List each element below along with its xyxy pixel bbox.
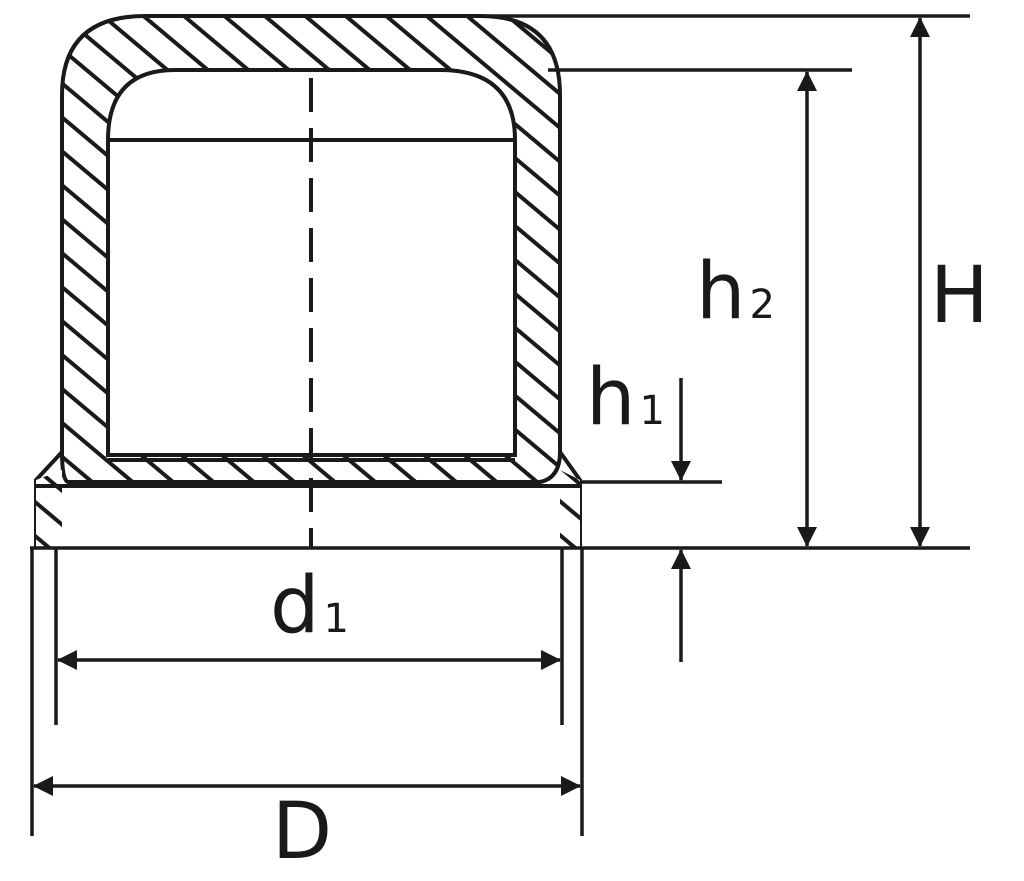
label-h2-main: h xyxy=(696,247,745,337)
label-h1-main: h xyxy=(586,353,635,443)
socket-chamfer-right-hatch xyxy=(560,470,580,548)
socket-chamfer-left-hatch xyxy=(36,470,62,548)
label-H: H xyxy=(930,251,989,341)
label-h1-sub: 1 xyxy=(639,388,664,434)
label-d1-main: d xyxy=(270,561,320,651)
label-d1-sub: 1 xyxy=(324,596,349,642)
label-D: D xyxy=(272,787,332,877)
label-h2-sub: 2 xyxy=(749,282,774,328)
cap-wall-hatched xyxy=(60,14,562,484)
